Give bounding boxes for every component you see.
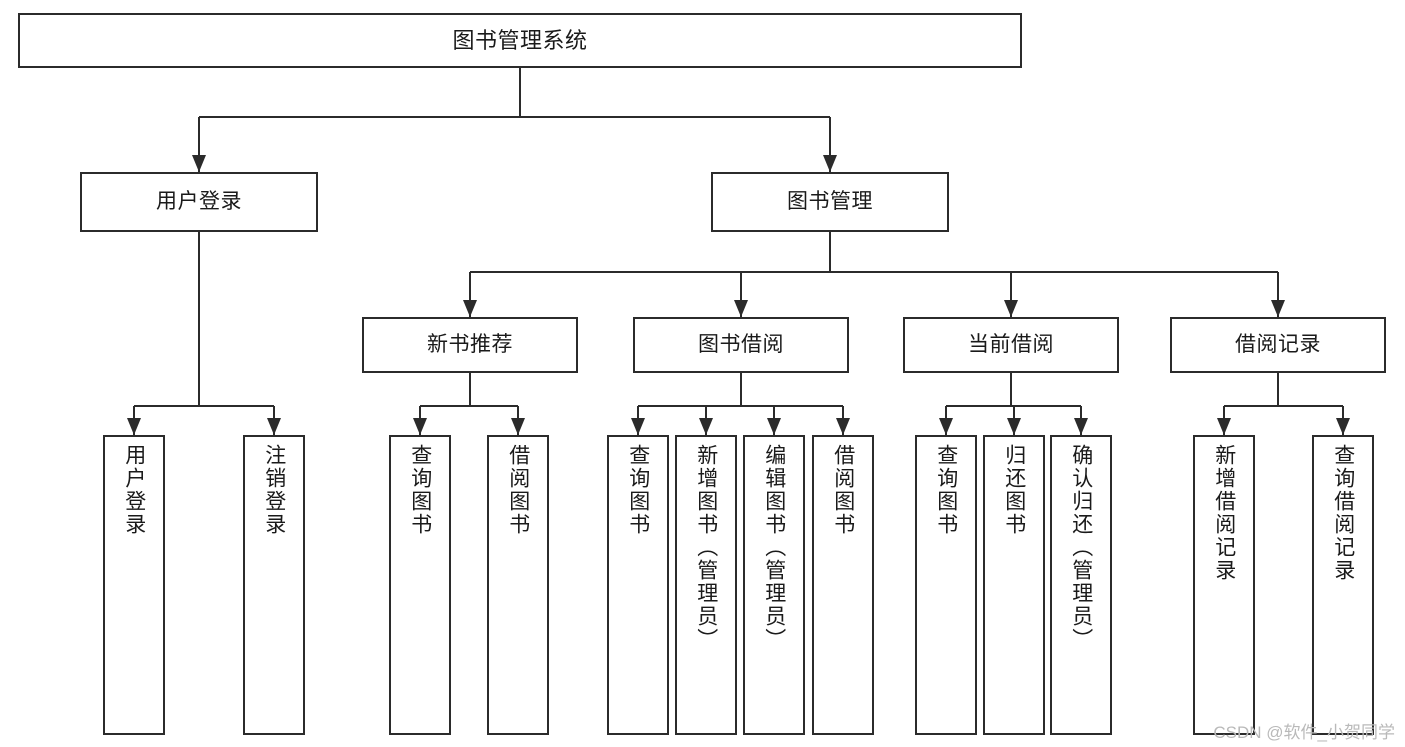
arrowhead-bookmgmt-0: [463, 300, 477, 317]
node-label: 图书借阅: [698, 332, 784, 356]
node-leaf-user-login: 用户登录: [103, 435, 165, 735]
arrowhead-bookmgmt-2: [1004, 300, 1018, 317]
node-leaf-borrow-book-1: 借阅图书: [487, 435, 549, 735]
node-label: 借阅图书: [506, 444, 530, 536]
node-label: 新书推荐: [427, 332, 513, 356]
arrowhead-newbook-1: [511, 418, 525, 435]
node-label: 确认归还（管理员）: [1069, 444, 1093, 651]
node-label: 用户登录: [156, 189, 242, 213]
arrowhead-bookmgmt-3: [1271, 300, 1285, 317]
node-label: 编辑图书（管理员）: [762, 444, 786, 651]
arrowhead-records-1: [1336, 418, 1350, 435]
node-label: 查询借阅记录: [1331, 444, 1355, 582]
node-label: 查询图书: [934, 444, 958, 536]
node-leaf-confirm-return: 确认归还（管理员）: [1050, 435, 1112, 735]
node-label: 新增图书（管理员）: [694, 444, 718, 651]
node-label: 新增借阅记录: [1212, 444, 1236, 582]
arrowhead-newbook-0: [413, 418, 427, 435]
node-borrow: 图书借阅: [633, 317, 849, 373]
node-label: 借阅图书: [831, 444, 855, 536]
node-leaf-user-logout: 注销登录: [243, 435, 305, 735]
node-label: 借阅记录: [1235, 332, 1321, 356]
node-label: 用户登录: [122, 444, 146, 536]
node-leaf-query-book-3: 查询图书: [915, 435, 977, 735]
node-leaf-borrow-book-2: 借阅图书: [812, 435, 874, 735]
node-newbook: 新书推荐: [362, 317, 578, 373]
arrowhead-borrow-1: [699, 418, 713, 435]
node-leaf-add-record: 新增借阅记录: [1193, 435, 1255, 735]
arrowhead-root-0: [192, 155, 206, 172]
node-leaf-query-book-1: 查询图书: [389, 435, 451, 735]
node-leaf-edit-book: 编辑图书（管理员）: [743, 435, 805, 735]
node-leaf-query-book-2: 查询图书: [607, 435, 669, 735]
node-label: 查询图书: [408, 444, 432, 536]
node-login: 用户登录: [80, 172, 318, 232]
arrowhead-login-0: [127, 418, 141, 435]
arrowhead-borrow-2: [767, 418, 781, 435]
arrowhead-current-0: [939, 418, 953, 435]
arrowhead-current-1: [1007, 418, 1021, 435]
node-root: 图书管理系统: [18, 13, 1022, 68]
arrowhead-login-1: [267, 418, 281, 435]
node-current: 当前借阅: [903, 317, 1119, 373]
arrowhead-bookmgmt-1: [734, 300, 748, 317]
node-bookmgmt: 图书管理: [711, 172, 949, 232]
node-label: 注销登录: [262, 444, 286, 536]
connector-layer: [127, 68, 1350, 435]
arrowhead-borrow-0: [631, 418, 645, 435]
node-label: 图书管理系统: [452, 27, 588, 53]
node-leaf-add-book: 新增图书（管理员）: [675, 435, 737, 735]
arrowhead-current-2: [1074, 418, 1088, 435]
node-leaf-return-book: 归还图书: [983, 435, 1045, 735]
node-label: 图书管理: [787, 189, 873, 213]
node-leaf-query-record: 查询借阅记录: [1312, 435, 1374, 735]
arrowhead-root-1: [823, 155, 837, 172]
node-label: 当前借阅: [968, 332, 1054, 356]
node-records: 借阅记录: [1170, 317, 1386, 373]
arrowhead-borrow-3: [836, 418, 850, 435]
arrowhead-records-0: [1217, 418, 1231, 435]
node-label: 归还图书: [1002, 444, 1026, 536]
node-label: 查询图书: [626, 444, 650, 536]
